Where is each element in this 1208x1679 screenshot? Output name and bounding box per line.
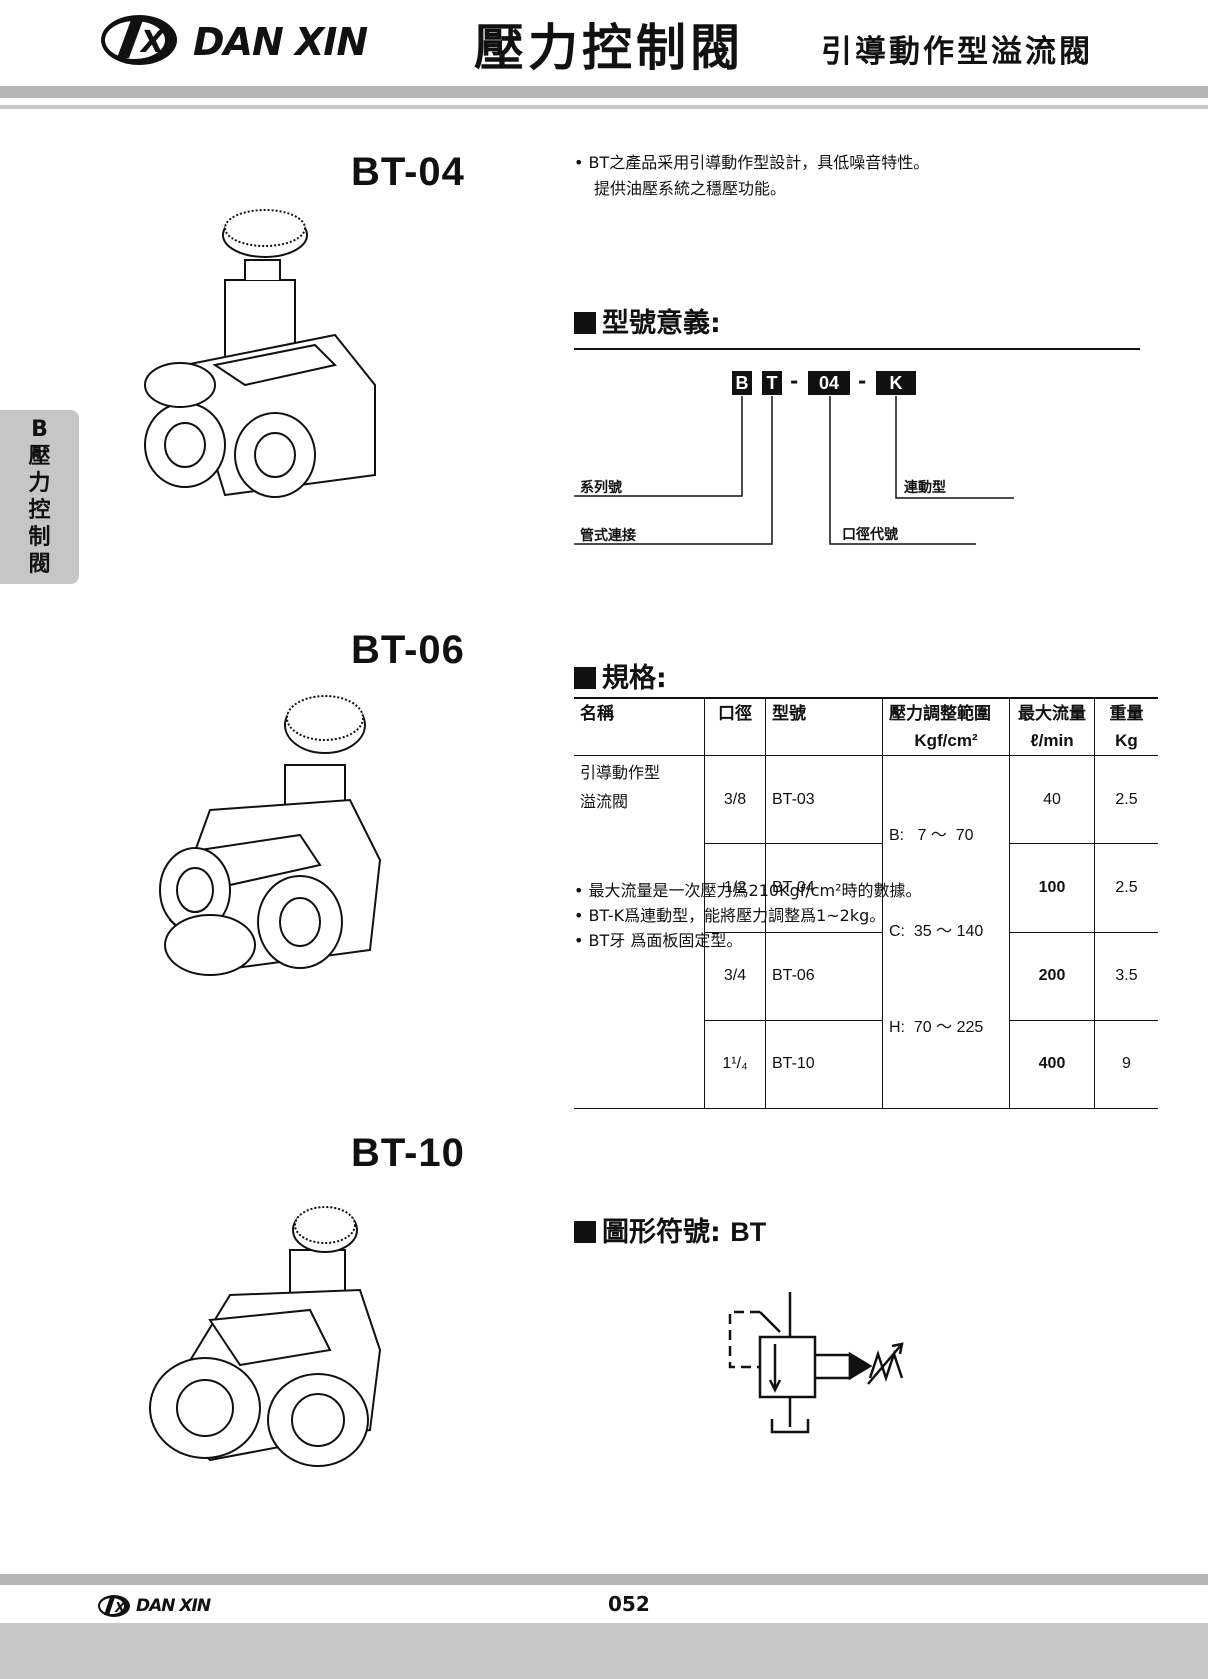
- square-bullet-icon: [574, 667, 596, 689]
- label-series: 系列號: [580, 480, 622, 496]
- cell-name: 引導動作型: [580, 765, 661, 782]
- tab-char: 制: [28, 525, 51, 550]
- note-text: 最大流量是一次壓力爲210Kgf/cm²時的數據。: [588, 881, 922, 900]
- col-header-flow: 最大流量: [1009, 697, 1095, 726]
- col-header-pressure: 壓力調整範圍: [882, 697, 1010, 726]
- unit-flow: ℓ/min: [1009, 726, 1095, 756]
- cell-model: BT-04: [765, 843, 883, 932]
- tab-char: 閥: [28, 552, 51, 577]
- cell-pressure-range: B: 7 ～ 70: [889, 827, 974, 844]
- note-text: BT-K爲連動型，能將壓力調整爲1~2kg。: [588, 906, 886, 925]
- cell-pressure-range: C: 35 ～ 140: [889, 923, 984, 940]
- cell-model: BT-06: [765, 932, 883, 1021]
- spec-title: 規格:: [574, 656, 667, 695]
- description-line: • BT之產品采用引導動作型設計，具低噪音特性。: [574, 153, 930, 172]
- model-title-bt06: BT-06: [351, 628, 465, 672]
- code-part-linked: K: [876, 371, 916, 395]
- model-title-bt04: BT-04: [351, 150, 465, 194]
- footer-brand-name: DAN XIN: [136, 1596, 211, 1616]
- header-logo: X DAN XIN: [97, 6, 387, 70]
- svg-text:X: X: [139, 25, 166, 60]
- cell-pressure-range: H: 70 ～ 225: [889, 1019, 984, 1036]
- label-size-code: 口徑代號: [842, 527, 898, 543]
- cell-weight: 3.5: [1115, 967, 1138, 985]
- cell-weight: 2.5: [1115, 878, 1138, 896]
- square-bullet-icon: [574, 312, 596, 334]
- col-header-name: 名稱: [574, 697, 705, 726]
- table-row: 引導動作型 溢流閥 3/8 BT-03 B: 7 ～ 70 C: 35 ～ 14…: [574, 755, 1158, 1109]
- unit-pressure: Kgf/cm²: [882, 726, 1010, 756]
- cell-flow: 400: [1009, 1020, 1095, 1109]
- valve-image-bt06: [159, 695, 382, 976]
- cell-weight: 2.5: [1115, 790, 1138, 808]
- cell-size: 3/4: [704, 932, 766, 1021]
- valve-image-bt10: [149, 1206, 382, 1467]
- cell-size: 1/2: [704, 843, 766, 932]
- product-description: • BT之產品采用引導動作型設計，具低噪音特性。 提供油壓系統之穩壓功能。: [574, 150, 929, 202]
- col-header-model: 型號: [765, 697, 883, 726]
- table-row: 1¹/₄ BT-10 400 9: [574, 1020, 1158, 1109]
- code-part-series: B: [732, 371, 752, 395]
- code-part-type: T: [762, 371, 782, 395]
- footer-divider: [0, 1574, 1208, 1585]
- footer-logo: X DAN XIN: [96, 1592, 226, 1620]
- brand-name: DAN XIN: [193, 20, 368, 64]
- tab-char: B: [31, 417, 48, 442]
- note-text: BT牙 爲面板固定型。: [588, 931, 743, 950]
- note-item: • BT牙 爲面板固定型。: [574, 931, 743, 950]
- cell-model: BT-10: [765, 1020, 883, 1109]
- page-number: 052: [608, 1592, 650, 1616]
- col-header-weight: 重量: [1109, 704, 1144, 723]
- logo-icon: X: [98, 1595, 130, 1617]
- cell-flow: 40: [1009, 755, 1095, 844]
- footer-band: [0, 1623, 1208, 1679]
- spec-notes: • 最大流量是一次壓力爲210Kgf/cm²時的數據。 • BT-K爲連動型，能…: [574, 878, 922, 953]
- model-code-title: 型號意義:: [574, 301, 721, 340]
- header-divider-thin: [0, 105, 1208, 109]
- symbol-code: BT: [730, 1217, 767, 1247]
- code-dash: -: [858, 369, 867, 393]
- label-linked: 連動型: [904, 480, 946, 496]
- description-text: 提供油壓系統之穩壓功能。: [594, 179, 787, 198]
- cell-model: BT-03: [765, 755, 883, 844]
- symbol-title-text: 圖形符號:: [602, 1217, 721, 1248]
- square-bullet-icon: [574, 1221, 596, 1243]
- model-code-title-text: 型號意義:: [602, 308, 721, 339]
- tab-char: 控: [28, 498, 51, 523]
- logo-icon: X: [101, 15, 177, 65]
- cell-size: 1¹/₄: [704, 1020, 766, 1109]
- description-line: 提供油壓系統之穩壓功能。: [574, 176, 929, 202]
- col-header-size: 口徑: [704, 697, 766, 726]
- table-row: 3/4 BT-06 200 3.5: [574, 932, 1158, 1021]
- header-divider: [0, 86, 1208, 98]
- tab-char: 力: [28, 471, 51, 496]
- cell-flow: 200: [1009, 932, 1095, 1021]
- code-part-size: 04: [808, 371, 850, 395]
- spec-table: 名稱 口徑 型號 壓力調整範圍 最大流量 重量 Kgf/cm² ℓ/min Kg…: [574, 697, 1158, 1109]
- cell-flow: 100: [1009, 843, 1095, 932]
- hydraulic-symbol-icon: [728, 1292, 904, 1434]
- unit-weight: Kg: [1115, 730, 1138, 750]
- page-subtitle: 引導動作型溢流閥: [821, 34, 1093, 70]
- code-dash: -: [790, 369, 799, 393]
- cell-name: 溢流閥: [580, 794, 629, 811]
- tab-char: 壓: [28, 444, 51, 469]
- table-row: 1/2 BT-04 100 2.5: [574, 843, 1158, 932]
- description-text: BT之產品采用引導動作型設計，具低噪音特性。: [588, 153, 930, 172]
- code-leader-lines: [574, 396, 1014, 545]
- model-title-bt10: BT-10: [351, 1131, 465, 1175]
- label-piping: 管式連接: [580, 528, 636, 544]
- note-item: • BT-K爲連動型，能將壓力調整爲1~2kg。: [574, 906, 886, 925]
- page-title: 壓力控制閥: [474, 19, 744, 77]
- symbol-title: 圖形符號: BT: [574, 1210, 766, 1249]
- cell-size: 3/8: [704, 755, 766, 844]
- note-item: • 最大流量是一次壓力爲210Kgf/cm²時的數據。: [574, 881, 922, 900]
- model-code-divider: [574, 348, 1140, 350]
- svg-text:X: X: [114, 1601, 126, 1616]
- valve-image-bt04: [144, 209, 376, 498]
- cell-weight: 9: [1122, 1055, 1131, 1073]
- spec-title-text: 規格:: [602, 663, 667, 694]
- section-tab[interactable]: B 壓 力 控 制 閥: [0, 410, 79, 584]
